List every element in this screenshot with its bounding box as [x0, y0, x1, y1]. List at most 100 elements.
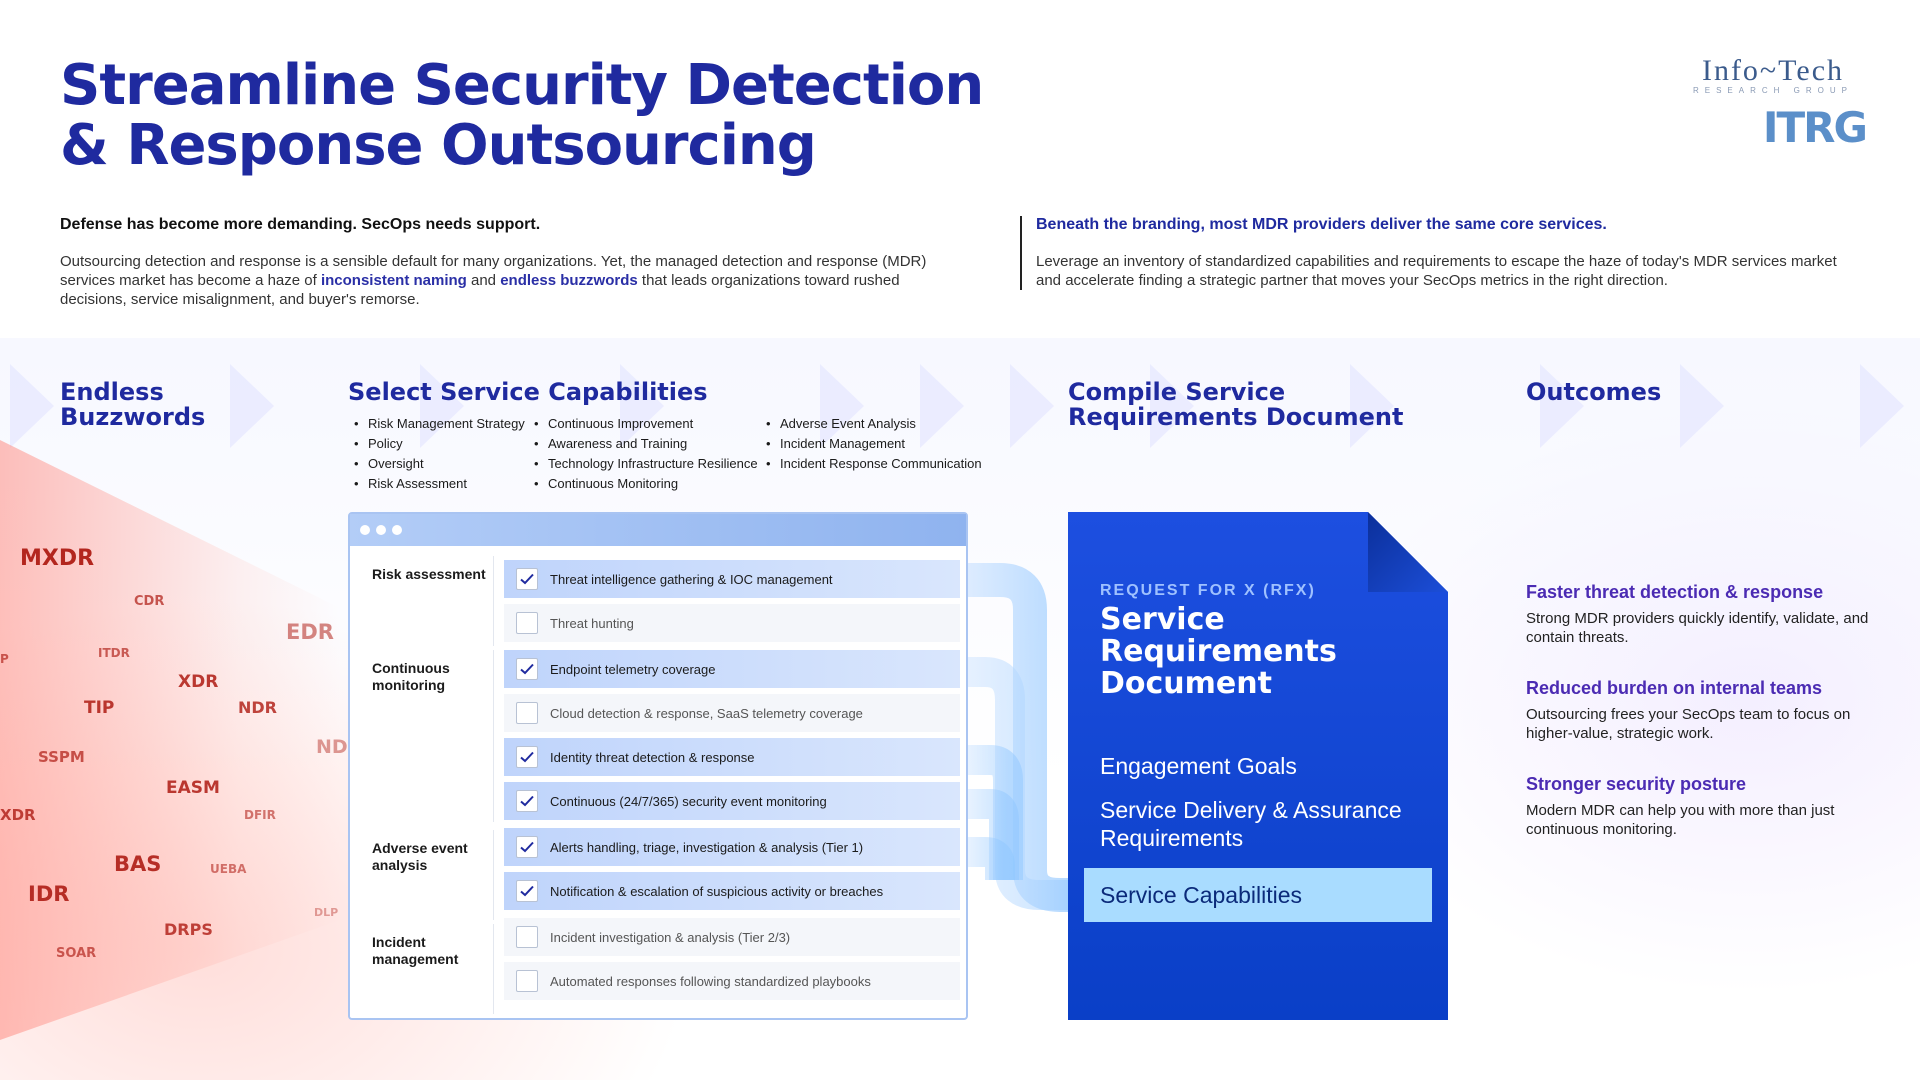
intro-right-lead: Beneath the branding, most MDR providers… [1036, 216, 1607, 233]
capability-row-label: Automated responses following standardiz… [550, 973, 871, 989]
heading-compile-document: Compile Service Requirements Document [1068, 378, 1404, 431]
checkbox-icon[interactable] [516, 970, 538, 992]
buzzword-label: BAS [114, 852, 162, 876]
logo-subtitle: RESEARCH GROUP [1692, 86, 1853, 95]
capability-row[interactable]: Continuous (24/7/365) security event mon… [504, 782, 960, 820]
capability-row[interactable]: Identity threat detection & response [504, 738, 960, 776]
chevron-arrow-icon [1680, 364, 1724, 448]
page-title-line-2: & Response Outsourcing [60, 113, 817, 178]
rfx-item-service-capabilities: Service Capabilities [1084, 868, 1432, 922]
capability-item: Awareness and Training [534, 434, 758, 454]
buzzword-label: DRPS [164, 920, 213, 939]
checked-checkbox-icon[interactable] [516, 658, 538, 680]
capability-item: Oversight [354, 454, 525, 474]
checked-checkbox-icon[interactable] [516, 880, 538, 902]
capability-list-3: Adverse Event AnalysisIncident Managemen… [766, 414, 982, 474]
outcome-title: Reduced burden on internal teams [1526, 678, 1823, 698]
capability-item: Incident Response Communication [766, 454, 982, 474]
chevron-arrow-icon [1150, 364, 1194, 448]
chevron-arrow-icon [1350, 364, 1394, 448]
buzzword-label: XDR [178, 672, 219, 692]
buzzword-label: EASM [166, 778, 220, 798]
capability-row[interactable]: Threat intelligence gathering & IOC mana… [504, 560, 960, 598]
rfx-document-body [1068, 512, 1448, 1020]
buzzword-label: ITDR [98, 646, 130, 660]
capability-row[interactable]: Cloud detection & response, SaaS telemet… [504, 694, 960, 732]
capability-item: Adverse Event Analysis [766, 414, 982, 434]
heading-endless-buzzwords: Endless Buzzwords [60, 378, 206, 431]
capability-item: Continuous Monitoring [534, 474, 758, 494]
buzzword-label: MXDR [20, 546, 95, 571]
capability-row-label: Threat intelligence gathering & IOC mana… [550, 571, 833, 587]
capability-row[interactable]: Incident investigation & analysis (Tier … [504, 918, 960, 956]
checkbox-icon[interactable] [516, 702, 538, 724]
heading-select-capabilities: Select Service Capabilities [348, 378, 708, 406]
capability-row[interactable]: Endpoint telemetry coverage [504, 650, 960, 688]
rfx-item-service-delivery: Service Delivery & Assurance Requirement… [1100, 797, 1402, 851]
buzzword-label: SSPM [38, 748, 85, 766]
buzzword-label: TIP [84, 698, 115, 718]
capability-row[interactable]: Automated responses following standardiz… [504, 962, 960, 1000]
checked-checkbox-icon[interactable] [516, 836, 538, 858]
rfx-document: REQUEST FOR X (RFX) Service Requirements… [1068, 512, 1448, 1020]
capability-row-label: Continuous (24/7/365) security event mon… [550, 793, 827, 809]
outcome-title: Faster threat detection & response [1526, 582, 1824, 602]
page-fold-icon [1368, 512, 1448, 592]
chevron-arrow-icon [10, 364, 54, 448]
rfx-title: Service Requirements Document [1100, 602, 1337, 701]
intro-left-body: Outsourcing detection and response is a … [60, 252, 940, 309]
capability-row-label: Threat hunting [550, 615, 634, 631]
capability-row-label: Incident investigation & analysis (Tier … [550, 929, 791, 945]
checkbox-icon[interactable] [516, 926, 538, 948]
capability-item: Technology Infrastructure Resilience [534, 454, 758, 474]
window-dot-icon [376, 525, 386, 535]
capability-row[interactable]: Threat hunting [504, 604, 960, 642]
logo-wordmark: Info~Tech [1701, 54, 1845, 87]
capability-row-label: Notification & escalation of suspicious … [550, 883, 884, 899]
rfx-item-engagement-goals: Engagement Goals [1100, 753, 1297, 779]
buzzword-label: SOAR [56, 946, 97, 961]
capability-row-label: Identity threat detection & response [550, 749, 755, 765]
capability-item: Incident Management [766, 434, 982, 454]
intro-highlight-naming: inconsistent naming [320, 272, 467, 289]
capability-group-label: Adverse event analysis [360, 830, 494, 920]
buzzword-label: UEBA [210, 862, 247, 876]
heading-outcomes: Outcomes [1526, 378, 1662, 406]
outcome-body: Outsourcing frees your SecOps team to fo… [1526, 706, 1851, 742]
intro-left-lead: Defense has become more demanding. SecOp… [60, 216, 541, 233]
window-dot-icon [360, 525, 370, 535]
intro-left-text-2: and [466, 272, 501, 289]
buzzword-label: P [0, 652, 9, 666]
capability-item: Continuous Improvement [534, 414, 758, 434]
info-tech-logo: Info~Tech RESEARCH GROUP ITRG [1680, 54, 1868, 164]
intro-right-body: Leverage an inventory of standardized ca… [1036, 253, 1837, 289]
buzzword-label: XDR [0, 806, 36, 824]
intro-left-text-1: Outsourcing detection and response is a … [60, 253, 927, 289]
intro-highlight-buzzwords: endless buzzwords [500, 272, 638, 289]
outcome-body: Modern MDR can help you with more than j… [1526, 802, 1835, 838]
checked-checkbox-icon[interactable] [516, 746, 538, 768]
capability-row-label: Cloud detection & response, SaaS telemet… [550, 705, 863, 721]
capability-item: Policy [354, 434, 525, 454]
buzzword-label: DLP [314, 906, 339, 919]
capability-row[interactable]: Notification & escalation of suspicious … [504, 872, 960, 910]
checked-checkbox-icon[interactable] [516, 568, 538, 590]
capability-row-label: Endpoint telemetry coverage [550, 661, 716, 677]
intro-left: Defense has become more demanding. SecOp… [60, 216, 940, 309]
capability-group-label: Risk assessment [360, 556, 494, 646]
capability-row-label: Alerts handling, triage, investigation &… [550, 839, 864, 855]
capability-list-2: Continuous ImprovementAwareness and Trai… [534, 414, 758, 494]
capability-list-1: Risk Management StrategyPolicyOversightR… [354, 414, 525, 494]
capability-item: Risk Assessment [354, 474, 525, 494]
window-dot-icon [392, 525, 402, 535]
capability-row[interactable]: Alerts handling, triage, investigation &… [504, 828, 960, 866]
page-title-line-1: Streamline Security Detection [60, 53, 984, 118]
checkbox-icon[interactable] [516, 612, 538, 634]
checked-checkbox-icon[interactable] [516, 790, 538, 812]
window-title-bar [350, 514, 966, 546]
chevron-arrow-icon [1860, 364, 1904, 448]
